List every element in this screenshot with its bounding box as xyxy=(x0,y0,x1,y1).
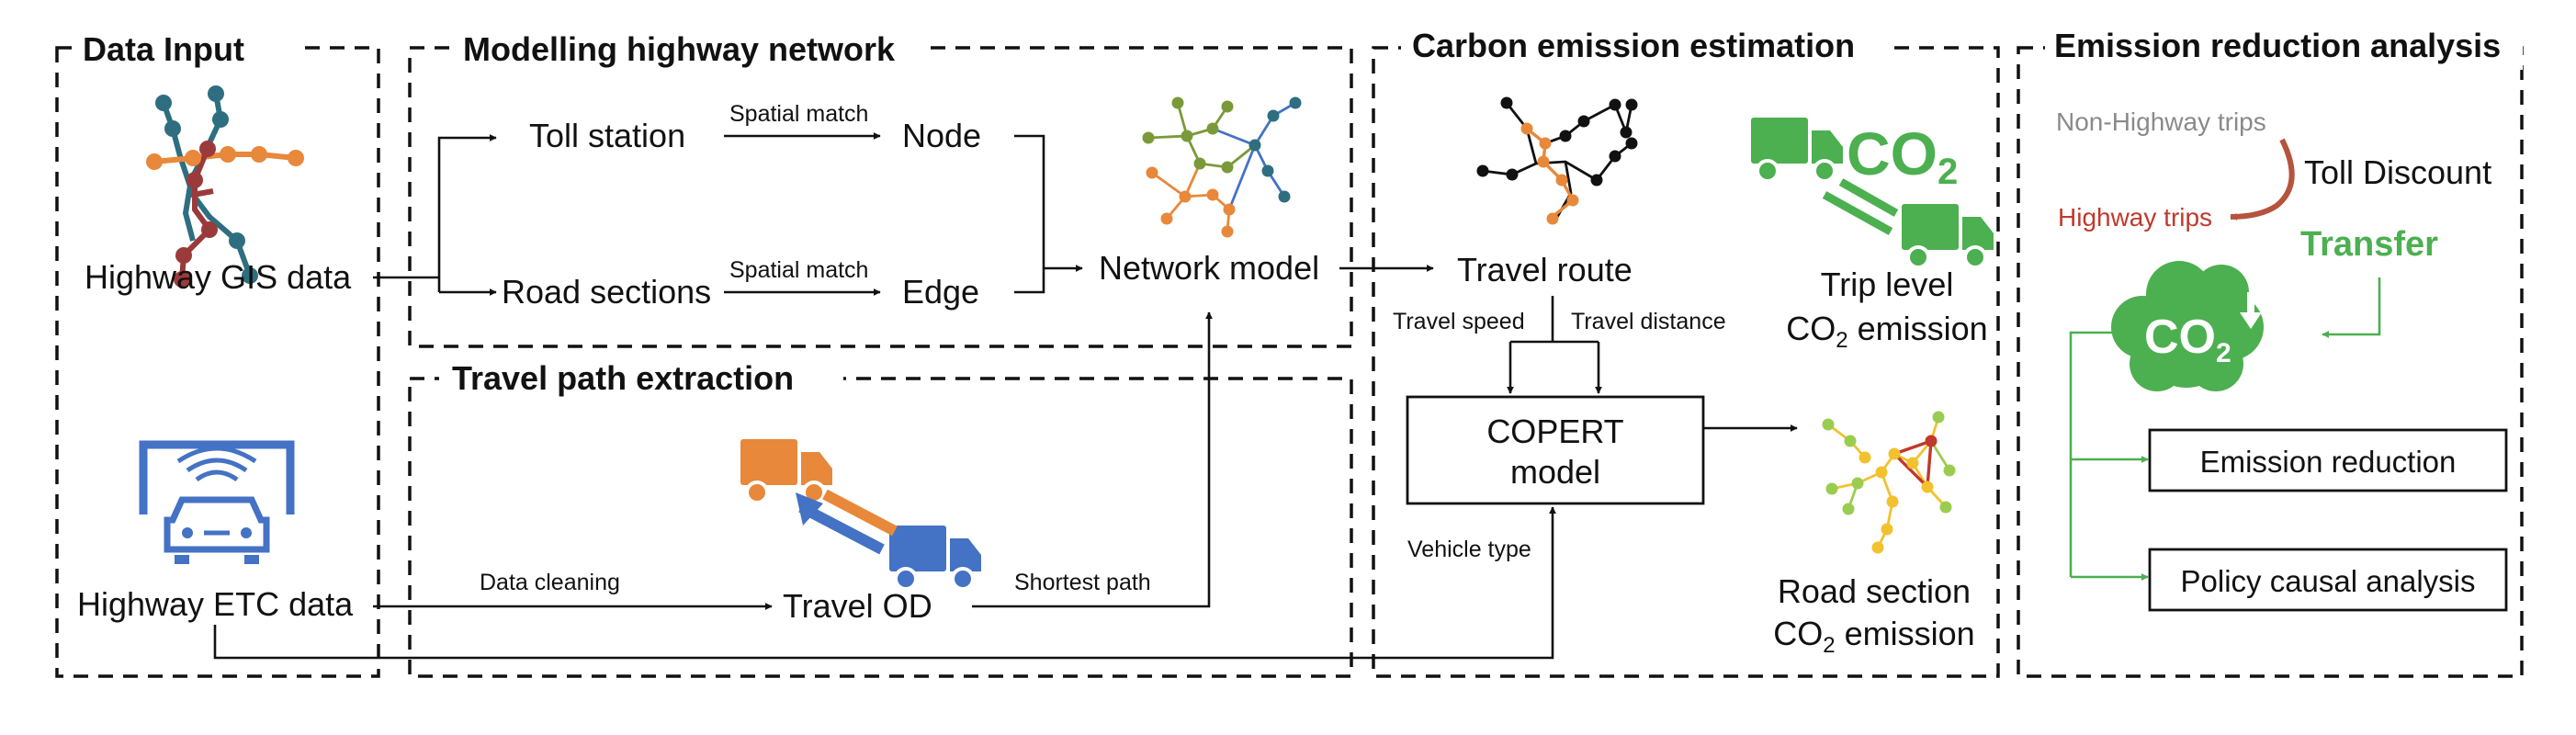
road-section-label-line2: CO2 emission xyxy=(1773,615,1974,658)
to-toll-station-arrow xyxy=(437,134,497,277)
node-edge-bracket xyxy=(1014,134,1045,294)
copert-label-line2: model xyxy=(1510,453,1600,491)
emission-reduction-box xyxy=(2148,428,2508,492)
etc-to-copert-arrow xyxy=(213,506,1556,660)
network-graph-icon xyxy=(1142,96,1302,238)
vehicle-type-label: Vehicle type xyxy=(1407,537,1531,562)
travel-speed-label: Travel speed xyxy=(1393,309,1525,334)
non-highway-trips-label: Non-Highway trips xyxy=(2056,107,2266,136)
emission-reduction-label: Emission reduction xyxy=(2200,445,2457,479)
highway-trips-label: Highway trips xyxy=(2058,203,2212,232)
policy-causal-box xyxy=(2148,548,2508,612)
road-section-label-line1: Road section xyxy=(1778,572,1971,610)
trip-level-label-line2: CO2 emission xyxy=(1786,310,1987,353)
section-title-path-extraction: Travel path extraction xyxy=(452,359,794,397)
spatial-match-label-2: Spatial match xyxy=(729,257,868,283)
cloud-branch-line xyxy=(2069,331,2144,577)
travel-od-label: Travel OD xyxy=(783,587,932,625)
etc-data-label: Highway ETC data xyxy=(77,585,354,623)
travel-route-label: Travel route xyxy=(1457,251,1633,288)
cloud-co2-label: CO2 xyxy=(2144,311,2231,368)
data-input-box xyxy=(55,46,380,678)
policy-causal-label: Policy causal analysis xyxy=(2181,564,2476,598)
co2-cloud-icon xyxy=(2111,261,2264,391)
transfer-to-cloud-arrow xyxy=(2322,277,2381,338)
travel-distance-label: Travel distance xyxy=(1571,309,1726,334)
toll-station-label: Toll station xyxy=(529,117,685,154)
copert-model-box xyxy=(1406,395,1705,505)
gis-network-icon xyxy=(146,85,304,288)
section-title-carbon: Carbon emission estimation xyxy=(1412,27,1855,64)
gis-data-label: Highway GIS data xyxy=(85,258,352,296)
truck-icon xyxy=(739,437,983,591)
co2-big-label: CO2 xyxy=(1847,119,1958,192)
route-graph-icon xyxy=(1476,96,1638,225)
data-cleaning-label: Data cleaning xyxy=(480,570,620,595)
road-section-graph-icon xyxy=(1822,411,1956,554)
section-title-reduction: Emission reduction analysis xyxy=(2054,27,2501,64)
shortest-path-label: Shortest path xyxy=(1014,570,1151,595)
edge-label: Edge xyxy=(902,273,979,311)
trip-level-label-line1: Trip level xyxy=(1821,266,1954,303)
etc-gantry-car-icon xyxy=(139,440,295,564)
curved-arrow-icon xyxy=(2230,138,2295,220)
transfer-label: Transfer xyxy=(2300,225,2438,264)
shortest-path-arrow xyxy=(972,311,1213,608)
section-title-modelling: Modelling highway network xyxy=(463,30,896,68)
section-title-data-input: Data Input xyxy=(83,30,244,68)
spatial-match-label-1: Spatial match xyxy=(729,101,868,127)
trip-level-truck-icon xyxy=(1749,116,1995,269)
copert-label-line1: COPERT xyxy=(1486,413,1623,450)
toll-discount-label: Toll Discount xyxy=(2304,153,2491,191)
road-sections-label: Road sections xyxy=(502,273,711,311)
network-model-label: Network model xyxy=(1099,249,1319,287)
node-label: Node xyxy=(902,117,981,154)
